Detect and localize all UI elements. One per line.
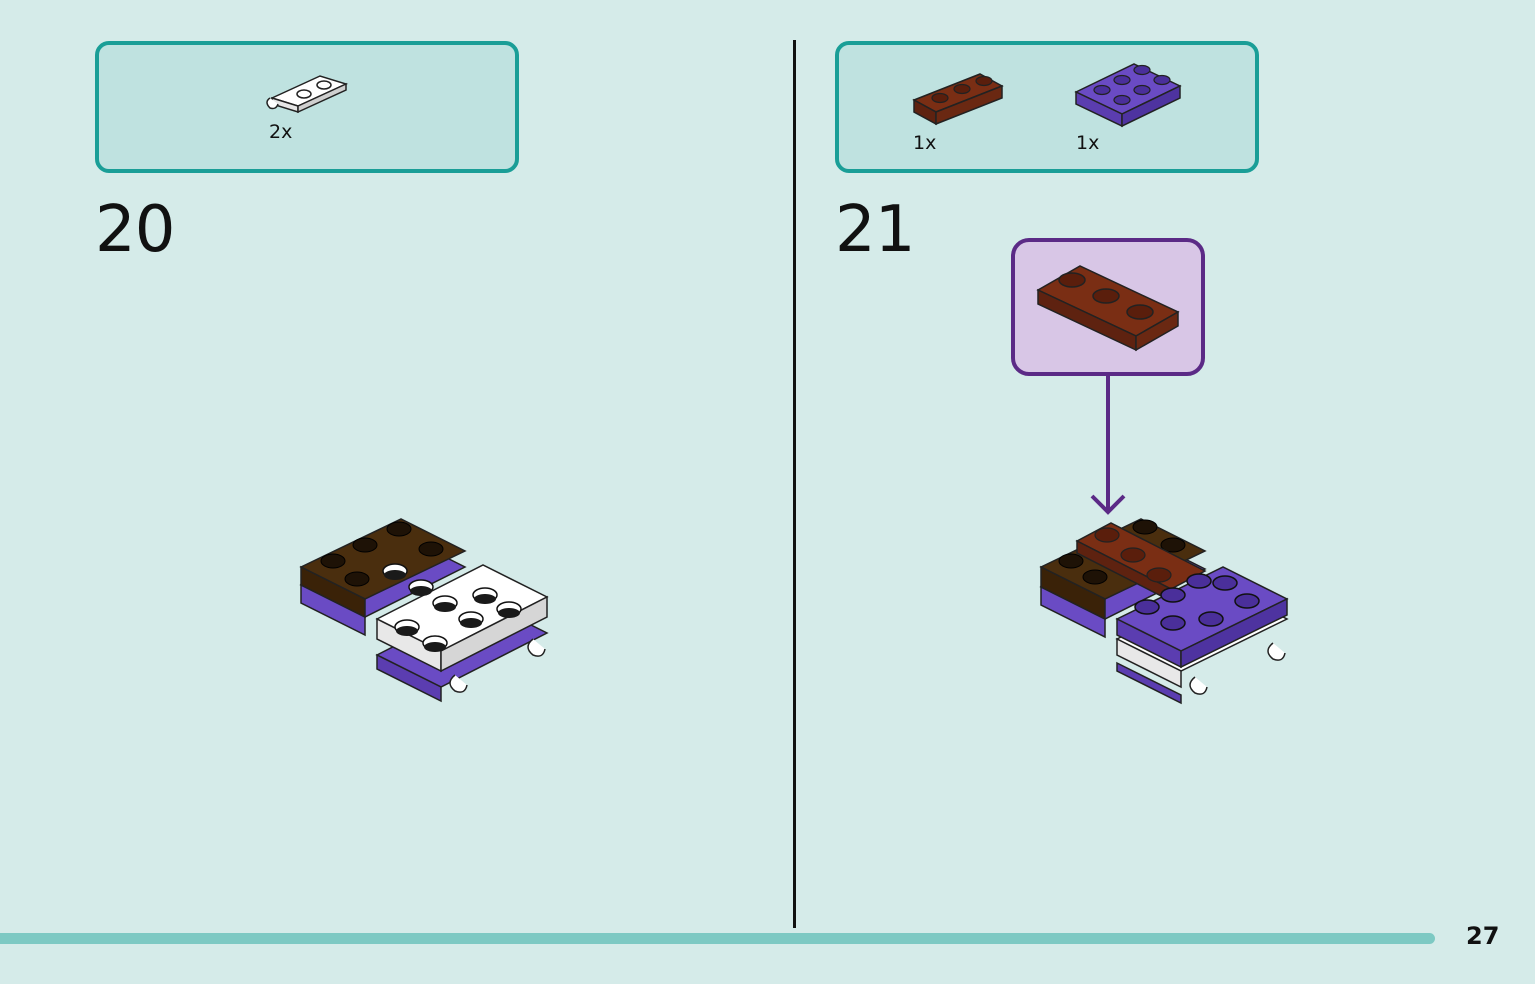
- step-20-assembly-illustration: [299, 518, 549, 703]
- page-footer-bar: [0, 933, 1435, 944]
- purple-plate-part-image: [1074, 63, 1182, 128]
- step-number: 21: [835, 193, 915, 267]
- placement-arrow-icon: [1090, 374, 1126, 515]
- parts-list-box-step-21: [835, 41, 1259, 173]
- brown-plate-callout-image: [1036, 265, 1180, 352]
- step-number: 20: [95, 193, 175, 267]
- part-quantity-label: 1x: [1076, 132, 1100, 154]
- white-clip-plate-part-image: [266, 75, 349, 114]
- part-quantity-label: 2x: [269, 121, 293, 143]
- brown-plate-part-image: [912, 73, 1004, 126]
- page-divider: [793, 40, 796, 928]
- page-number: 27: [1466, 922, 1500, 950]
- part-quantity-label: 1x: [913, 132, 937, 154]
- step-21-assembly-illustration: [1039, 518, 1289, 705]
